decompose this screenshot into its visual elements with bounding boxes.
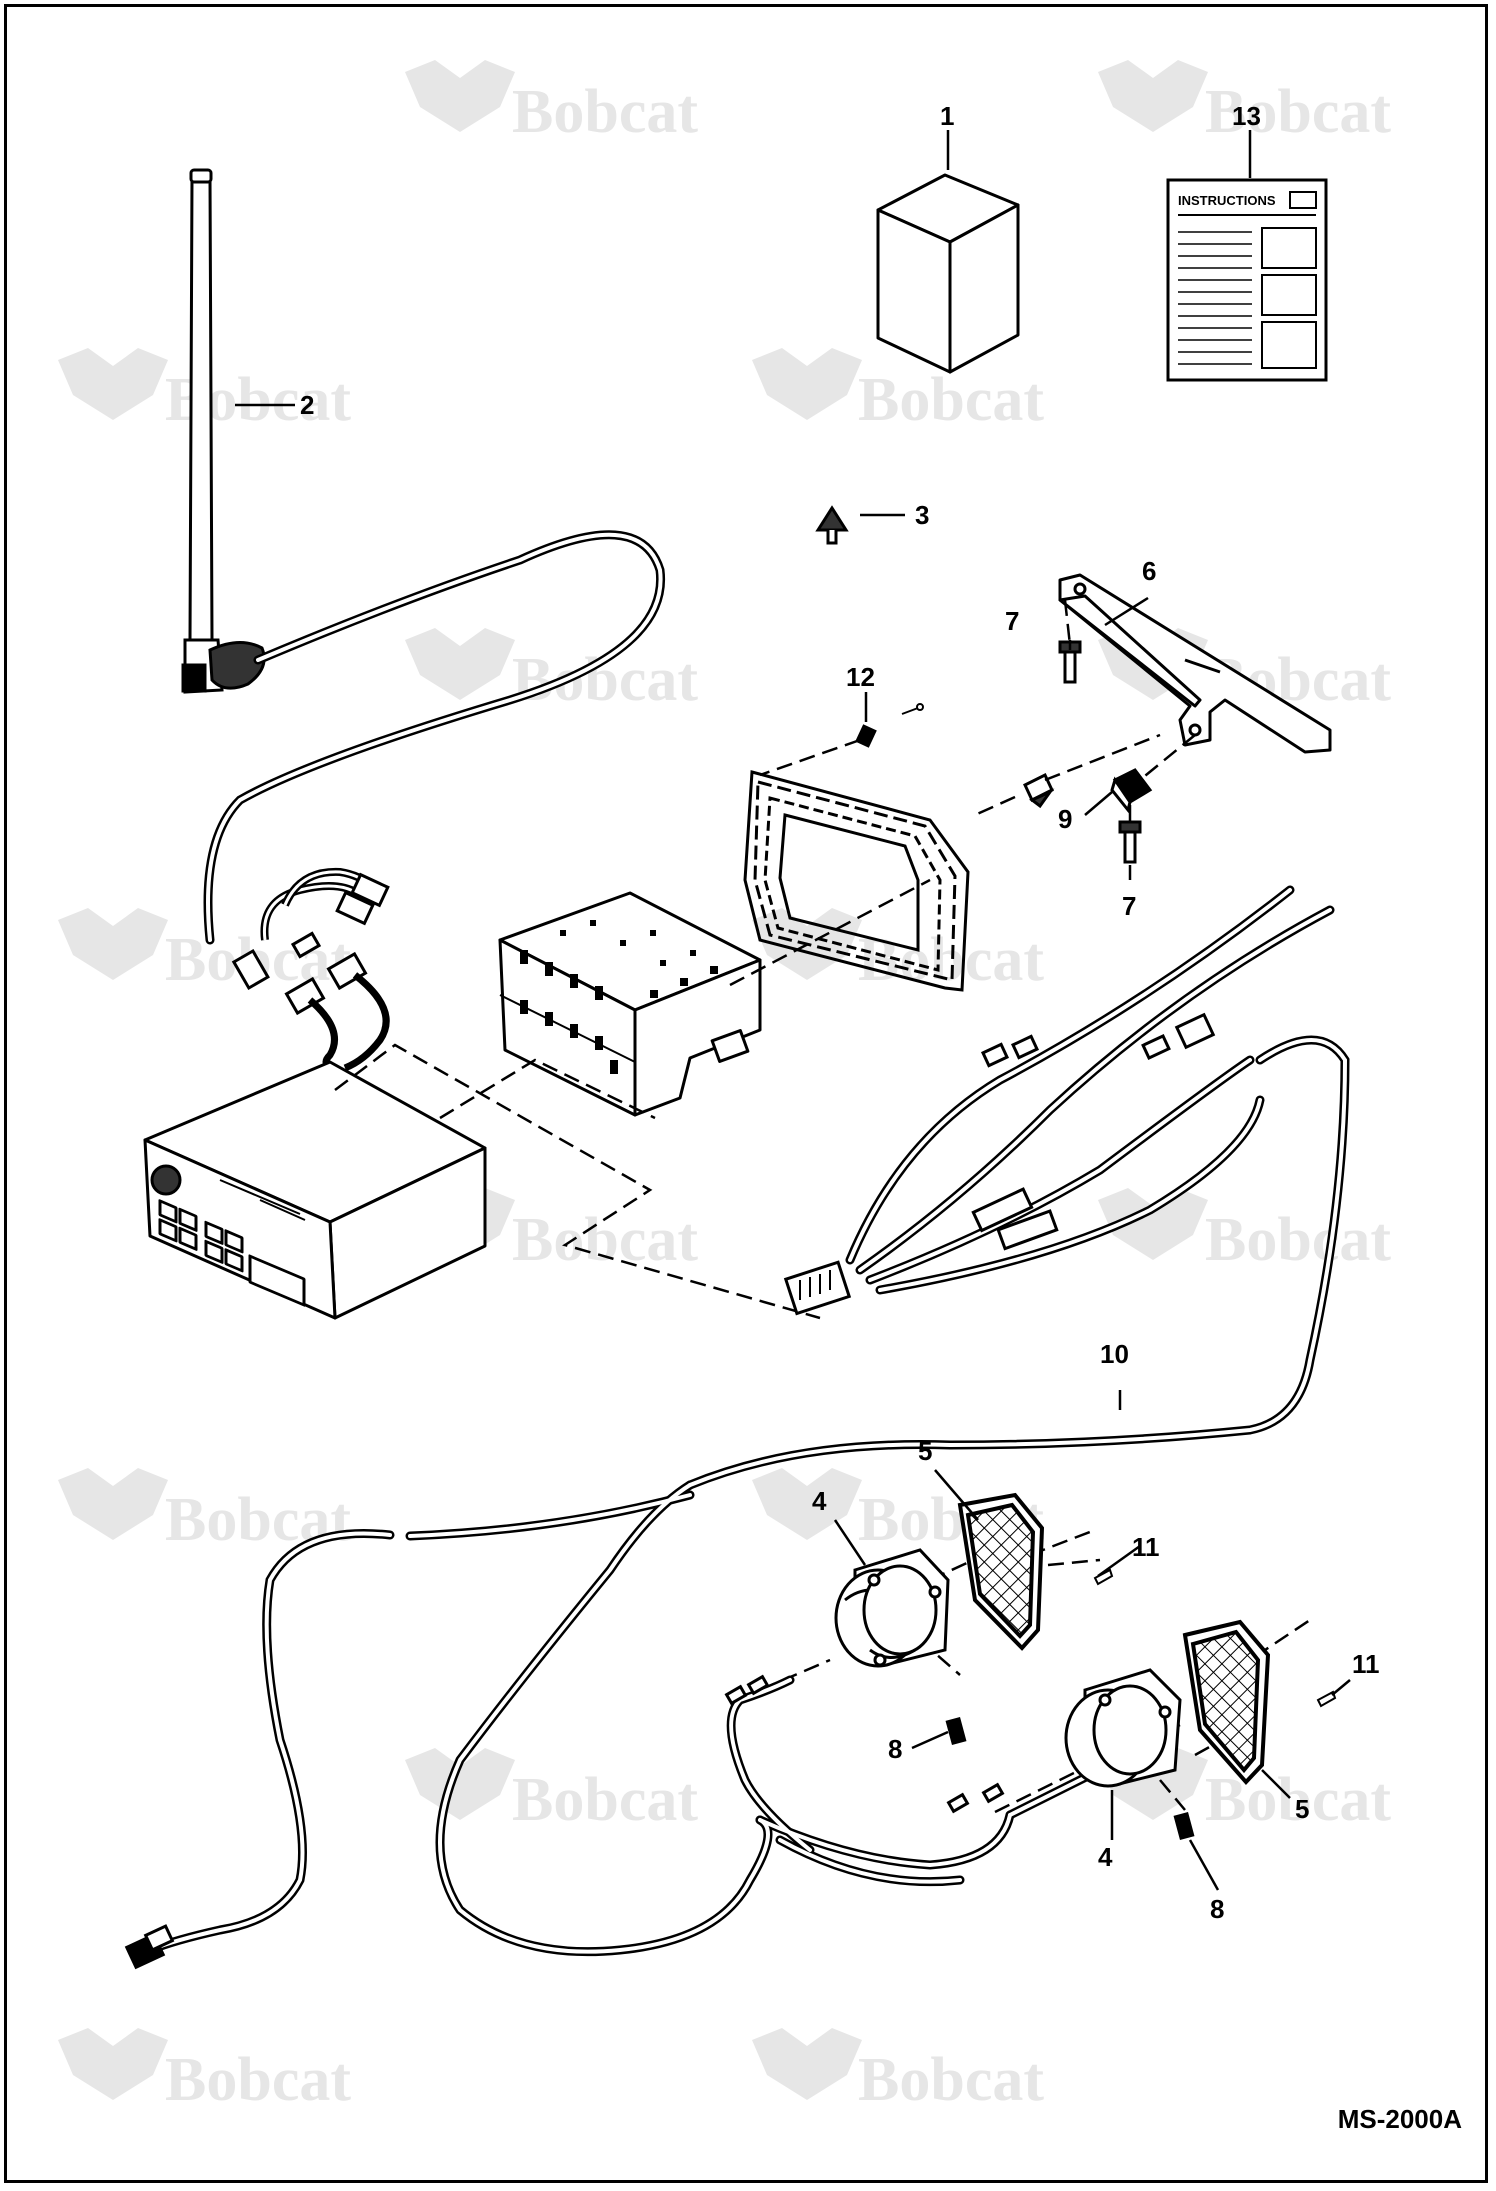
svg-text:Bobcat: Bobcat [512,1766,698,1834]
callout-instructions: 13 [1232,101,1261,131]
callout-grille-screw-right: 11 [1352,1649,1380,1679]
svg-text:Bobcat: Bobcat [165,1486,351,1554]
callout-screw-top: 7 [1005,606,1019,636]
callout-nut: 9 [1058,804,1072,834]
svg-text:Bobcat: Bobcat [1205,1766,1391,1834]
callout-antenna: 2 [300,390,314,420]
svg-text:Bobcat: Bobcat [1205,1206,1391,1274]
callout-speaker-screw-left: 8 [888,1734,902,1764]
callout-grille-right: 5 [1295,1794,1309,1824]
part-bracket [1058,573,1332,754]
part-clip [815,505,849,545]
callout-clip: 3 [915,500,929,530]
callout-grille-left: 5 [918,1436,932,1466]
part-speaker-screw-left [945,1716,967,1746]
part-speaker-screw-right [1173,1811,1195,1841]
callouts: 1 13 2 3 6 7 12 9 7 10 5 4 11 11 8 5 4 8 [300,101,1380,1924]
callout-bracket: 6 [1142,556,1156,586]
svg-text:Bobcat: Bobcat [512,1206,698,1274]
callout-screw-bottom: 7 [1122,891,1136,921]
part-speaker-left [834,1548,950,1668]
watermark: Bobcat [1098,1748,1391,1834]
watermark: Bobcat [405,628,698,714]
drawing-code: MS-2000A [1338,2104,1462,2134]
part-grille-right [1182,1619,1271,1785]
watermark: Bobcat [1098,1188,1391,1274]
svg-text:Bobcat: Bobcat [858,926,1044,994]
part-grille-left [957,1492,1045,1651]
callout-speaker-left: 4 [812,1486,827,1516]
rca-splitter [231,867,390,1072]
part-mounting-sleeve [498,891,762,1117]
svg-text:Bobcat: Bobcat [1205,78,1391,146]
part-instructions-sheet: INSTRUCTIONS [1166,178,1328,382]
svg-text:Bobcat: Bobcat [858,366,1044,434]
part-nut [1110,768,1153,814]
harness-connectors [124,1012,1216,1970]
callout-harness: 10 [1100,1339,1129,1369]
diagram-border [4,4,1488,2183]
svg-text:Bobcat: Bobcat [165,2046,351,2114]
part-screw-bottom [1118,820,1142,864]
callout-speaker-screw-right: 8 [1210,1894,1224,1924]
part-fastener [855,703,924,748]
part-trim-bezel [743,770,970,992]
part-wire-harness-fill [148,888,1348,1954]
watermark: Bobcat [1098,60,1391,146]
part-box [876,173,1020,374]
part-antenna [181,168,266,694]
watermark: Bobcat [405,1748,698,1834]
callout-speaker-right: 4 [1098,1842,1113,1872]
watermark: Bobcat [752,908,1044,994]
leader-lines [235,130,1351,1891]
part-push-rivet [1023,772,1055,809]
part-grille-screw-right [1316,1690,1337,1708]
part-radio [143,1060,487,1320]
callout-fastener: 12 [846,662,875,692]
svg-text:Bobcat: Bobcat [512,78,698,146]
part-grille-screw-left [1093,1568,1114,1586]
watermark: Bobcat [752,348,1044,434]
callout-box: 1 [940,101,954,131]
watermark: Bobcat [405,60,698,146]
watermark: Bobcat [58,2028,351,2114]
watermark: Bobcat [752,2028,1044,2114]
callout-grille-screw-left: 11 [1132,1532,1160,1562]
svg-text:Bobcat: Bobcat [858,2046,1044,2114]
antenna-cable [203,530,666,945]
part-speaker-right [1064,1668,1182,1788]
instructions-label: INSTRUCTIONS [1178,193,1276,208]
